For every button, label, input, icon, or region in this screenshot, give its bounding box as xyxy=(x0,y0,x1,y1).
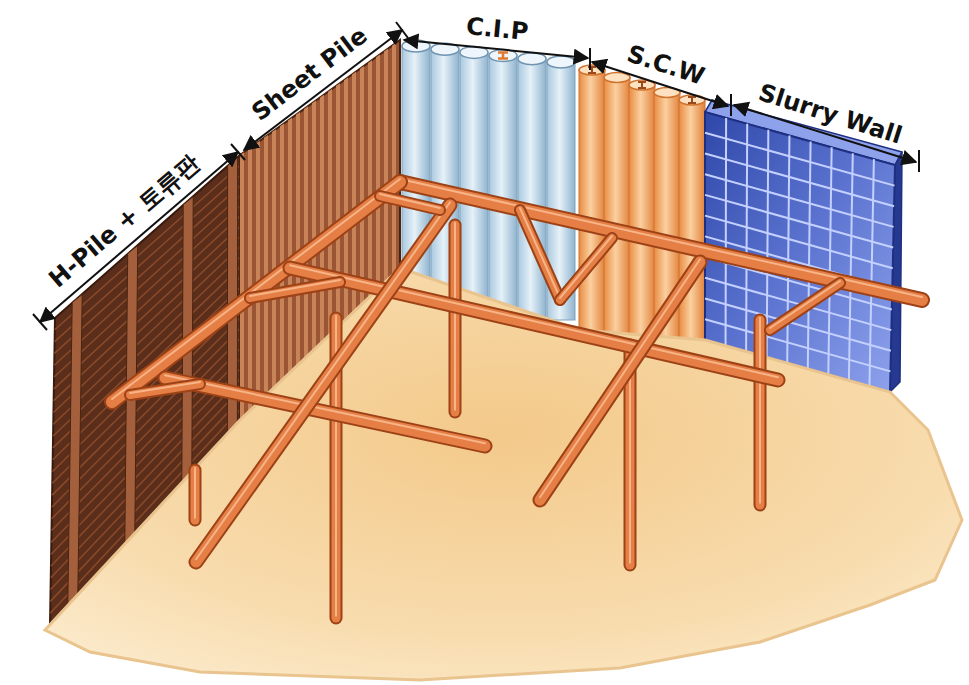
sheet-pile-rib xyxy=(336,83,340,330)
scw-column xyxy=(579,70,605,345)
steel-beam xyxy=(560,238,612,300)
beam-highlight xyxy=(380,194,440,208)
h-pile-mark xyxy=(688,97,696,103)
scw-column xyxy=(629,85,655,345)
beam-highlight xyxy=(560,236,612,298)
h-pile-mark xyxy=(638,82,646,88)
steel-beam xyxy=(250,282,340,298)
sheet-pile-rib xyxy=(320,95,324,345)
sheet-pile-rib xyxy=(280,123,284,382)
sheet-pile-rib xyxy=(360,66,364,308)
sheet-pile-rib xyxy=(368,60,372,300)
beam-highlight xyxy=(130,382,200,393)
steel-beam xyxy=(130,384,200,395)
wall-type-label: C.I.P xyxy=(465,13,530,45)
sheet-pile-rib xyxy=(384,49,388,285)
sheet-pile-rib xyxy=(240,152,244,420)
scw-top xyxy=(579,65,605,75)
cip-top xyxy=(547,56,575,68)
rebar-line xyxy=(725,118,728,346)
cip-top xyxy=(518,53,546,65)
sheet-pile-rib xyxy=(264,135,268,398)
scw-column xyxy=(604,78,630,346)
steel-beam xyxy=(380,196,440,210)
steel-beam xyxy=(560,238,612,300)
beam-highlight xyxy=(196,202,450,559)
beam-highlight xyxy=(454,223,456,410)
beam-highlight xyxy=(759,318,761,503)
rebar-line xyxy=(869,159,873,386)
cip-column xyxy=(460,52,488,320)
rebar-line xyxy=(787,136,789,364)
rebar-line xyxy=(828,147,831,374)
sheet-pile-rib xyxy=(296,112,300,368)
steel-beam xyxy=(250,282,340,298)
beam-highlight xyxy=(520,208,560,298)
sheet-pile-rib xyxy=(248,146,252,412)
beam-highlight xyxy=(194,468,196,518)
sheet-pile-rib xyxy=(288,118,292,375)
steel-beam xyxy=(196,205,450,562)
scw-column xyxy=(679,100,705,345)
rebar-line xyxy=(705,153,894,206)
h-pile xyxy=(68,294,82,604)
rebar-line xyxy=(808,141,811,368)
steel-beam xyxy=(380,196,440,210)
rebar-line xyxy=(767,130,769,358)
steel-beam xyxy=(196,205,450,562)
rebar-line xyxy=(705,174,894,227)
steel-beam xyxy=(130,384,200,395)
rebar-line xyxy=(849,153,853,380)
lagging-board xyxy=(54,206,240,377)
steel-beam xyxy=(770,283,840,330)
sheet-pile-rib xyxy=(376,54,380,292)
sheet-pile-rib xyxy=(392,43,396,278)
rebar-line xyxy=(705,133,895,186)
h-pile-mark xyxy=(498,53,508,59)
sheet-pile-rib xyxy=(328,89,332,338)
sheet-pile-rib xyxy=(256,141,260,405)
rebar-line xyxy=(746,124,747,352)
cip-column xyxy=(489,56,517,320)
sheet-pile-rib xyxy=(312,100,316,352)
sheet-pile-rib xyxy=(272,129,276,390)
sheet-pile-rib xyxy=(304,106,308,360)
steel-beam xyxy=(770,283,840,330)
cip-column xyxy=(518,59,546,320)
beam-highlight xyxy=(250,280,340,296)
steel-beam xyxy=(112,182,400,402)
struts xyxy=(112,179,922,618)
lagging-board xyxy=(54,196,240,365)
steel-beam xyxy=(112,182,400,402)
beam-highlight xyxy=(770,281,840,328)
rebar-line xyxy=(705,195,893,248)
ground xyxy=(45,268,962,680)
dimension-brackets xyxy=(33,22,919,330)
